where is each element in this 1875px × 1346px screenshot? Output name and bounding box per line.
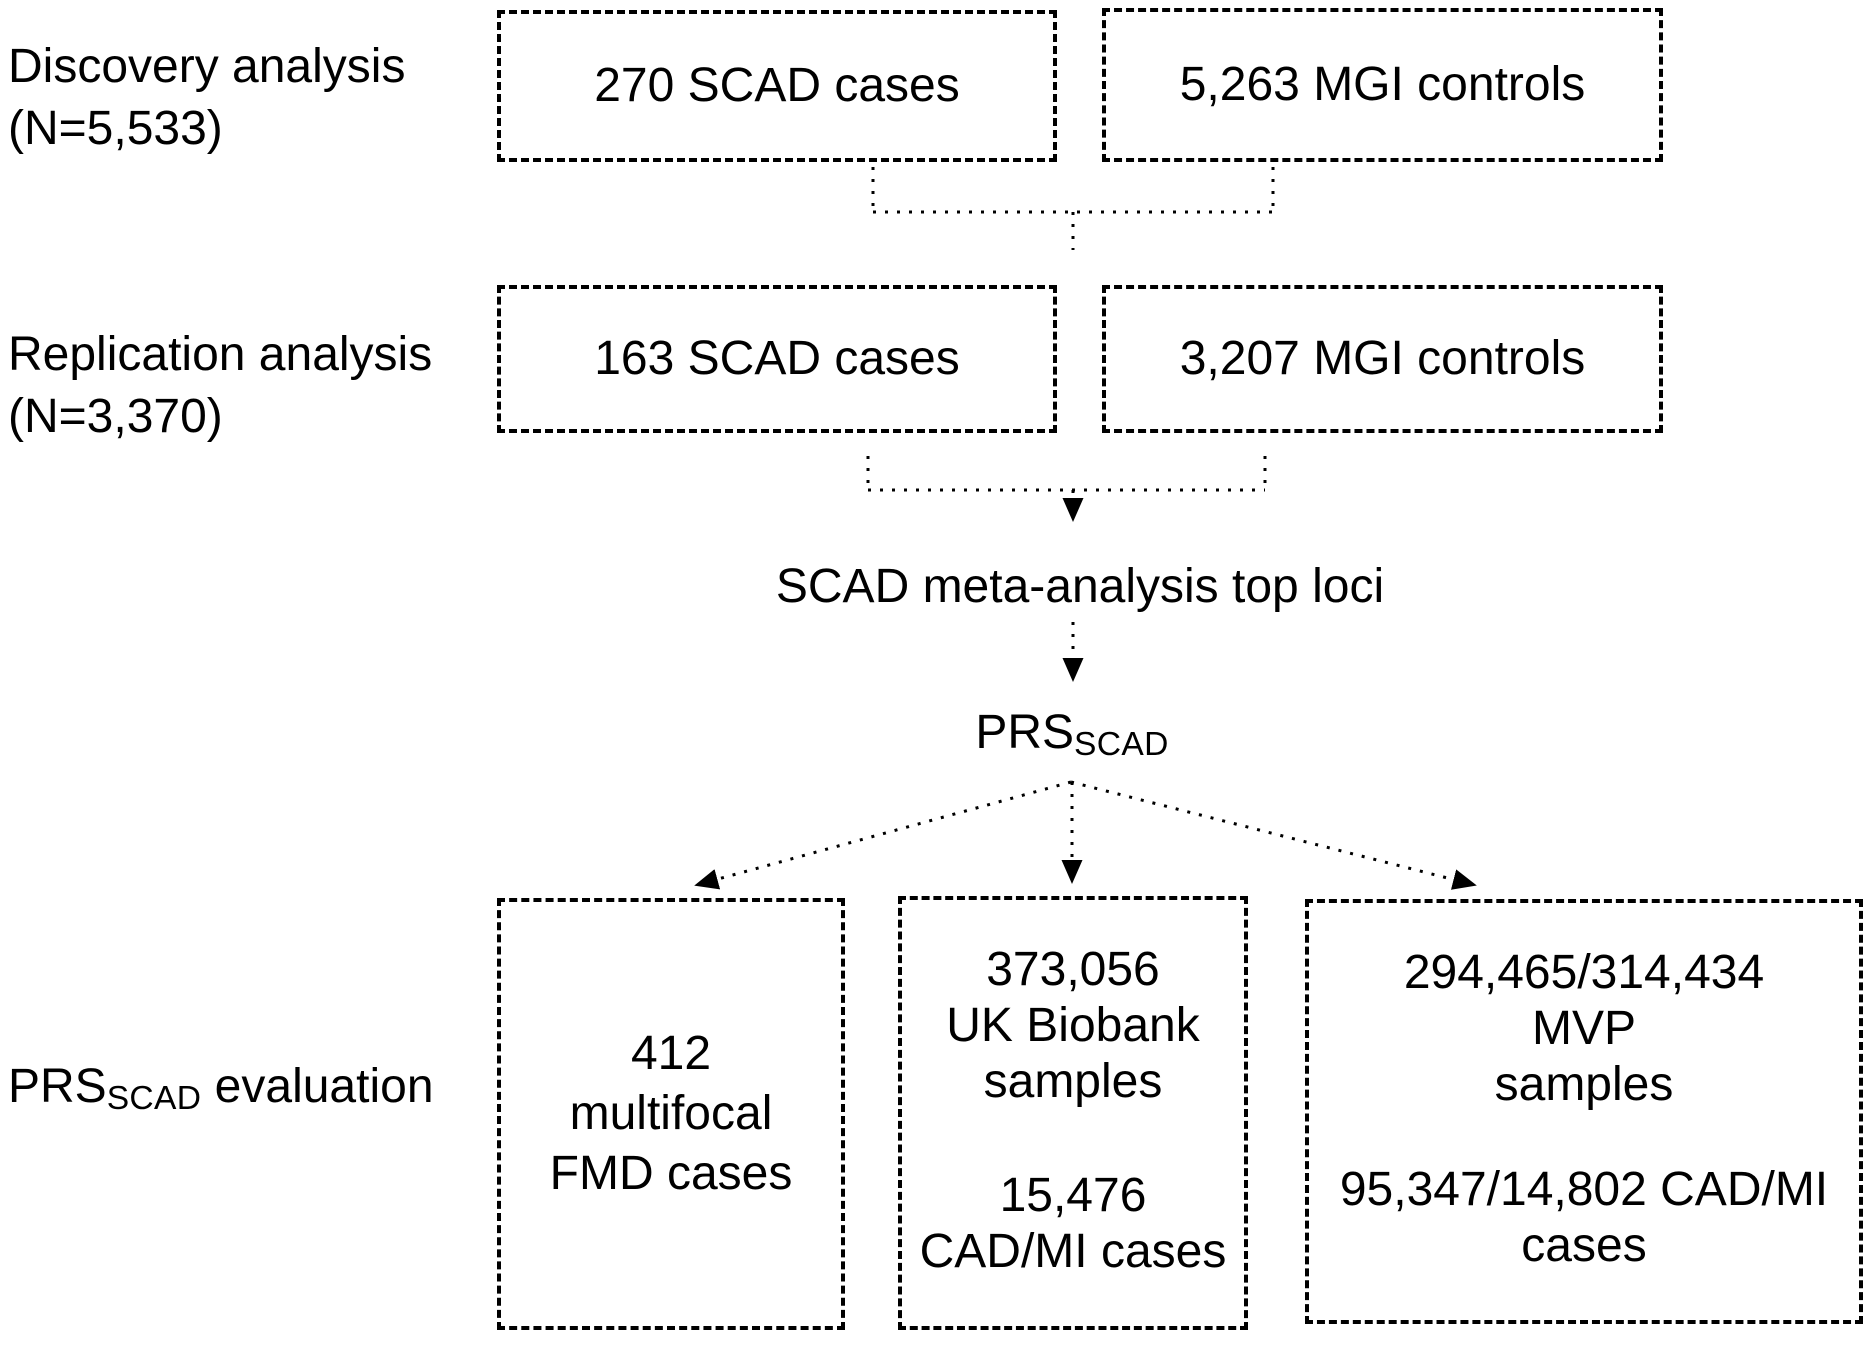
ukb-samples-line1: 373,056 bbox=[986, 943, 1160, 996]
discovery-label-line2: (N=5,533) bbox=[8, 102, 223, 155]
ukb-evaluation-box: 373,056 UK Biobank samples 15,476 CAD/MI… bbox=[898, 896, 1248, 1330]
discovery-cases-text: 270 SCAD cases bbox=[594, 59, 960, 112]
replication-controls-box: 3,207 MGI controls bbox=[1102, 285, 1663, 433]
evaluation-label-prefix: PRS bbox=[8, 1060, 107, 1113]
arrow-prs-to-fmd bbox=[694, 780, 1072, 890]
mvp-samples-group: 294,465/314,434 MVP samples bbox=[1404, 945, 1764, 1113]
discovery-cases-box: 270 SCAD cases bbox=[497, 10, 1057, 162]
replication-cases-box: 163 SCAD cases bbox=[497, 285, 1057, 433]
replication-cases-text: 163 SCAD cases bbox=[594, 332, 960, 385]
ukb-samples-group: 373,056 UK Biobank samples bbox=[946, 942, 1199, 1110]
fmd-box-line1: 412 bbox=[630, 1027, 712, 1080]
discovery-label-line1: Discovery analysis bbox=[8, 40, 406, 93]
replication-label-line2: (N=3,370) bbox=[8, 390, 223, 443]
mvp-cases-group: 95,347/14,802 CAD/MI cases bbox=[1340, 1162, 1828, 1274]
prs-subscript: SCAD bbox=[1074, 725, 1169, 763]
replication-label: Replication analysis (N=3,370) bbox=[8, 324, 432, 448]
arrow-prs-to-mvp bbox=[1070, 780, 1477, 890]
ukb-cases-group: 15,476 CAD/MI cases bbox=[920, 1168, 1227, 1280]
replication-controls-text: 3,207 MGI controls bbox=[1179, 332, 1586, 385]
evaluation-label: PRSSCAD evaluation bbox=[8, 1056, 434, 1123]
mvp-samples-line2: MVP bbox=[1531, 1002, 1636, 1055]
prs-main: PRS bbox=[975, 706, 1075, 759]
evaluation-label-subscript: SCAD bbox=[106, 1079, 202, 1117]
ukb-cases-line2: CAD/MI cases bbox=[919, 1225, 1227, 1278]
fmd-box-line3: FMD cases bbox=[549, 1147, 793, 1200]
replication-label-line1: Replication analysis bbox=[8, 328, 433, 381]
mvp-samples-line3: samples bbox=[1494, 1058, 1674, 1111]
meta-analysis-text: SCAD meta-analysis top loci bbox=[775, 560, 1385, 613]
mvp-cases-line2: cases bbox=[1521, 1219, 1647, 1272]
discovery-controls-box: 5,263 MGI controls bbox=[1102, 8, 1663, 162]
discovery-label: Discovery analysis (N=5,533) bbox=[8, 36, 405, 160]
fmd-evaluation-box: 412 multifocal FMD cases bbox=[497, 898, 845, 1330]
mvp-cases-line1: 95,347/14,802 CAD/MI bbox=[1339, 1163, 1829, 1216]
fmd-box-line2: multifocal bbox=[569, 1087, 773, 1140]
mvp-evaluation-box: 294,465/314,434 MVP samples 95,347/14,80… bbox=[1305, 899, 1863, 1324]
prs-node: PRSSCAD bbox=[872, 702, 1272, 769]
discovery-controls-text: 5,263 MGI controls bbox=[1179, 58, 1586, 111]
ukb-samples-line2: UK Biobank bbox=[946, 999, 1200, 1052]
ukb-cases-line1: 15,476 bbox=[999, 1169, 1147, 1222]
ukb-samples-line3: samples bbox=[983, 1055, 1163, 1108]
evaluation-label-suffix: evaluation bbox=[201, 1060, 434, 1113]
mvp-samples-line1: 294,465/314,434 bbox=[1403, 946, 1765, 999]
